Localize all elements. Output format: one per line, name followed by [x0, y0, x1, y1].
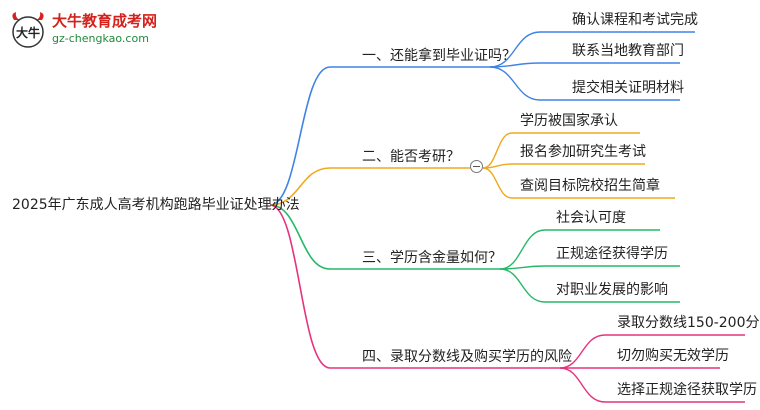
leaf-node-3-2[interactable]: 正规途径获得学历 — [556, 246, 668, 262]
connector-leaf-3-1 — [499, 229, 660, 270]
connector-leaf-1-3 — [489, 66, 680, 101]
leaf-node-1-2[interactable]: 联系当地教育部门 — [572, 43, 684, 59]
logo-url: gz-chengkao.com — [52, 32, 149, 45]
branch-node-4[interactable]: 四、录取分数线及购买学历的风险 — [362, 349, 572, 365]
bull-logo-icon: 大牛 — [12, 12, 44, 48]
connector-leaf-1-2 — [489, 62, 680, 68]
connector-leaf-3-3 — [499, 268, 680, 303]
mindmap-root-node[interactable]: 2025年广东成人高考机构跑路毕业证处理办法 — [12, 197, 300, 213]
branch-node-1[interactable]: 一、还能拿到毕业证吗？ — [362, 48, 516, 64]
connector-leaf-4-3 — [559, 367, 745, 403]
collapse-toggle-icon[interactable] — [470, 160, 483, 173]
leaf-node-4-1[interactable]: 录取分数线150-200分 — [617, 315, 760, 331]
svg-text:大牛: 大牛 — [16, 25, 40, 40]
connector-root-branch-1 — [269, 66, 490, 206]
connector-leaf-4-1 — [559, 334, 745, 369]
leaf-node-4-3[interactable]: 选择正规途径获取学历 — [617, 382, 757, 398]
connector-root-branch-2 — [269, 167, 470, 206]
leaf-node-3-3[interactable]: 对职业发展的影响 — [556, 282, 668, 298]
connector-leaf-2-3 — [482, 167, 675, 199]
leaf-node-2-2[interactable]: 报名参加研究生考试 — [520, 144, 646, 160]
connector-leaf-3-2 — [499, 265, 680, 270]
connector-root-branch-3 — [269, 204, 500, 270]
logo-title: 大牛教育成考网 — [52, 12, 158, 30]
connector-leaf-2-2 — [482, 163, 645, 169]
leaf-node-1-3[interactable]: 提交相关证明材料 — [572, 80, 684, 96]
leaf-node-1-1[interactable]: 确认课程和考试完成 — [572, 12, 698, 28]
connector-leaf-2-1 — [482, 132, 640, 169]
connector-root-branch-4 — [269, 204, 560, 369]
leaf-node-2-3[interactable]: 查阅目标院校招生简章 — [520, 178, 660, 194]
branch-node-3[interactable]: 三、学历含金量如何？ — [362, 250, 502, 266]
leaf-node-3-1[interactable]: 社会认可度 — [556, 210, 626, 226]
leaf-node-2-1[interactable]: 学历被国家承认 — [520, 113, 618, 129]
branch-node-2[interactable]: 二、能否考研？ — [362, 149, 460, 165]
leaf-node-4-2[interactable]: 切勿购买无效学历 — [617, 348, 729, 364]
connector-leaf-1-1 — [489, 31, 695, 68]
site-logo[interactable]: 大牛 大牛教育成考网 gz-chengkao.com — [8, 8, 198, 52]
